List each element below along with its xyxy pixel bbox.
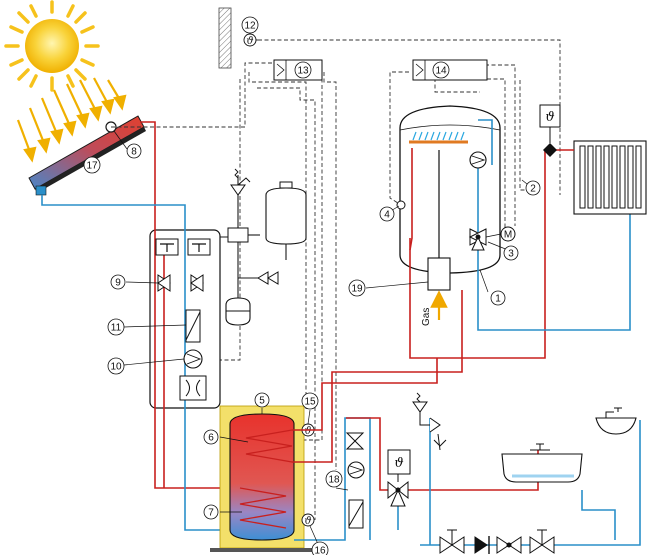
bathtub-icon (501, 443, 583, 483)
svg-text:15: 15 (304, 397, 316, 408)
air-separator-icon (179, 375, 207, 401)
solar-station-components (155, 238, 211, 256)
callout-5: 5 (254, 392, 270, 408)
sensor-symbol: ϑ (246, 36, 253, 47)
tank-sensor-bottom-icon: ϑ (301, 513, 315, 527)
small-expansion-vessel-icon (225, 297, 251, 326)
svg-text:3: 3 (508, 249, 514, 260)
callout-18: 18 (325, 470, 343, 488)
callout-6: 6 (203, 429, 219, 445)
cold-water-inlet-valves (439, 529, 555, 554)
burner-flame-icon (409, 131, 468, 144)
dhw-safety-valve-icon (412, 392, 447, 451)
control-wiring (111, 39, 561, 520)
motor-icon: M (485, 226, 516, 242)
sun-ray-arrows (16, 77, 127, 163)
callout-12: 12 (241, 16, 259, 34)
callout-labels: 1 2 3 4 5 6 7 8 9 10 11 12 13 14 15 16 1… (83, 16, 541, 555)
callout-15: 15 (301, 392, 319, 410)
sun-icon (4, 0, 100, 92)
callout-10: 10 (107, 357, 125, 375)
svg-text:5: 5 (259, 396, 265, 407)
gas-supply-arrow: Gas (421, 290, 448, 326)
svg-text:4: 4 (384, 210, 390, 221)
svg-text:10: 10 (110, 362, 122, 373)
pump-icon (183, 349, 203, 369)
motor-symbol: M (504, 230, 512, 241)
callout-7: 7 (203, 504, 219, 520)
sensor-symbol: ϑ (304, 426, 311, 437)
tank-boiler-piping (292, 290, 463, 463)
expansion-vessel-icon (257, 181, 307, 285)
callout-8: 8 (126, 143, 142, 159)
dhw-piping (294, 417, 641, 546)
gas-boiler (399, 105, 501, 274)
callout-16: 16 (311, 541, 329, 555)
callout-1: 1 (490, 290, 506, 306)
solar-fill-valve-icon (227, 227, 260, 243)
boiler-sensor-icon (396, 200, 406, 210)
tank-upper-heat-exchanger (245, 429, 293, 463)
washbasin-icon (595, 407, 637, 435)
check-valve-icon (157, 274, 204, 292)
callout-14: 14 (432, 61, 450, 79)
svg-text:16: 16 (314, 546, 326, 555)
callout-11: 11 (107, 318, 125, 336)
dhw-valve-icon (345, 432, 365, 450)
svg-text:9: 9 (115, 278, 121, 289)
storage-tank (210, 405, 314, 552)
callout-19: 19 (348, 279, 366, 297)
gas-label: Gas (421, 308, 432, 326)
svg-text:2: 2 (530, 184, 536, 195)
callout-13: 13 (294, 61, 312, 79)
dhw-flow-meter-icon (348, 499, 364, 529)
flow-meter-icon (185, 309, 201, 343)
callout-3: 3 (503, 245, 519, 261)
outdoor-wall (218, 7, 232, 69)
tank-lower-heat-exchanger (239, 487, 287, 529)
callout-2: 2 (525, 180, 541, 196)
svg-text:1: 1 (495, 294, 501, 305)
svg-text:8: 8 (131, 147, 137, 158)
radiator-thermostatic-valve-icon: ϑ (539, 104, 561, 157)
svg-text:17: 17 (86, 161, 98, 172)
safety-valve-icon (230, 168, 251, 196)
thermostatic-mixing-valve-icon: ϑ (387, 449, 411, 507)
svg-text:6: 6 (208, 433, 214, 444)
radiator-icon (556, 140, 647, 215)
callout-4: 4 (379, 206, 395, 222)
svg-text:12: 12 (244, 21, 256, 32)
gas-valve-icon (427, 150, 451, 291)
svg-text:14: 14 (435, 66, 447, 77)
callout-9: 9 (110, 274, 126, 290)
svg-text:13: 13 (297, 66, 309, 77)
sensor-symbol: ϑ (304, 516, 311, 527)
svg-text:18: 18 (328, 475, 340, 486)
dhw-pump-icon (347, 461, 365, 479)
svg-text:11: 11 (111, 323, 122, 334)
controller-14-icon (412, 59, 488, 81)
svg-text:7: 7 (208, 508, 214, 519)
callout-17: 17 (83, 156, 101, 174)
outdoor-temperature-sensor-icon: ϑ (243, 33, 257, 47)
boiler-pump-icon (469, 151, 487, 169)
svg-text:19: 19 (351, 284, 363, 295)
sensor-symbol: ϑ (394, 456, 403, 471)
sensor-symbol: ϑ (545, 110, 554, 125)
